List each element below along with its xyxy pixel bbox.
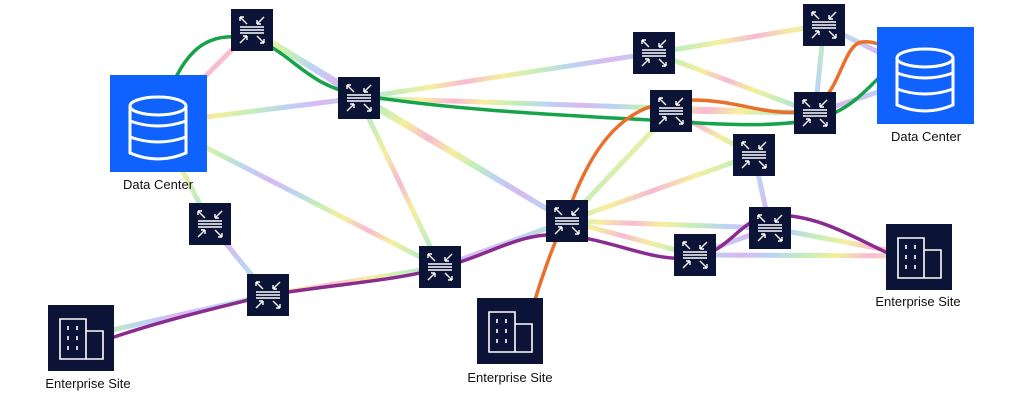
- network-link: [564, 218, 698, 258]
- enterprise-middle-label: Enterprise Site: [467, 370, 553, 385]
- network-link: [651, 22, 827, 56]
- router-icon[interactable]: [231, 9, 273, 51]
- network-link: [651, 50, 818, 116]
- router-icon[interactable]: [546, 200, 588, 242]
- links-layer: [78, 22, 929, 340]
- router-icon[interactable]: [419, 246, 461, 288]
- router-icon[interactable]: [749, 207, 791, 249]
- network-link: [356, 50, 657, 101]
- router-icon[interactable]: [247, 274, 289, 316]
- router-icon[interactable]: [338, 77, 380, 119]
- building-icon[interactable]: [477, 298, 543, 364]
- network-link: [356, 95, 443, 270]
- router-icon[interactable]: [189, 203, 231, 245]
- data-center-right-label: Data Center: [890, 129, 962, 144]
- building-icon[interactable]: [886, 224, 952, 290]
- router-icon[interactable]: [803, 4, 845, 46]
- enterprise-right-label: Enterprise Site: [875, 294, 961, 309]
- orange-path: [525, 40, 899, 328]
- router-icon[interactable]: [674, 234, 716, 276]
- data-center-icon[interactable]: [110, 75, 207, 172]
- router-icon[interactable]: [650, 90, 692, 132]
- enterprise-left-label: Enterprise Site: [45, 376, 131, 391]
- data-center-left-label: Data Center: [122, 177, 194, 192]
- router-icon[interactable]: [733, 134, 775, 176]
- network-link: [356, 95, 570, 224]
- network-link: [692, 252, 922, 259]
- router-icon[interactable]: [633, 32, 675, 74]
- data-center-icon[interactable]: [877, 27, 974, 124]
- nodes-layer: [48, 4, 974, 371]
- network-link: [564, 218, 773, 231]
- network-link: [564, 152, 757, 224]
- building-icon[interactable]: [48, 305, 114, 371]
- router-icon[interactable]: [794, 92, 836, 134]
